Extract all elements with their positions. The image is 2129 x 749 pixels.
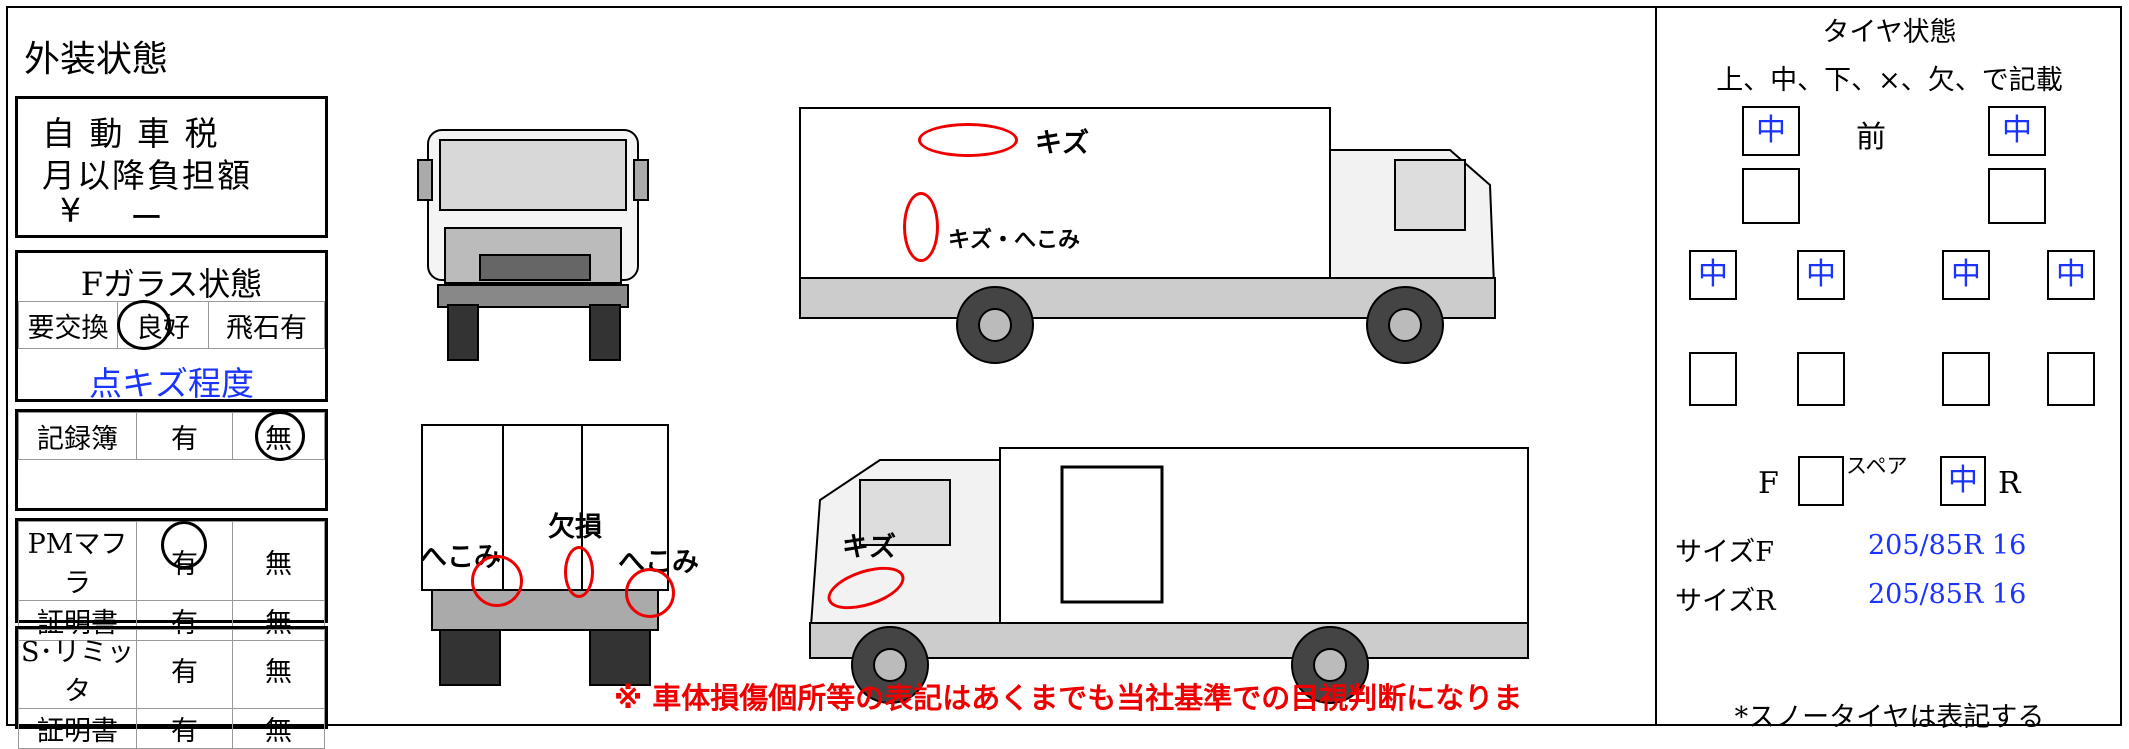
tax-yen: ¥ <box>60 191 83 230</box>
damage-mark-scratch-dent <box>903 192 939 262</box>
tire-rear-7[interactable] <box>1942 352 1990 406</box>
tire-front-label: 前 <box>1856 120 1886 155</box>
tire-front-right-lower[interactable] <box>1988 168 2046 224</box>
tire-size-f-value: 205/85R 16 <box>1868 530 2027 561</box>
glass-option-replace[interactable]: 要交換 <box>18 301 118 349</box>
tire-title: タイヤ状態 <box>1822 17 1957 48</box>
tire-size-r-label: サイズR <box>1675 586 1776 617</box>
tire-size-r-value: 205/85R 16 <box>1868 579 2027 610</box>
tire-front-right[interactable]: 中 <box>1988 106 2046 156</box>
tire-section-divider <box>1655 6 1657 726</box>
damage-label-scratch-cab: キズ <box>842 532 896 563</box>
auto-tax-box: 自 動 車 税 月以降負担額 ¥ ー <box>15 96 328 238</box>
pm-muffler-label: PMマフラ <box>18 521 137 601</box>
truck-front-view <box>417 129 649 361</box>
damage-label-missing: 欠損 <box>548 512 602 543</box>
glass-title: Fガラス状態 <box>80 265 263 303</box>
tire-spare-r-label: R <box>1998 466 2021 501</box>
tax-dash: ー <box>130 198 165 237</box>
tax-line2: 月以降負担額 <box>42 156 252 195</box>
tire-front-left[interactable]: 中 <box>1742 106 1800 156</box>
pm-muffler-no[interactable]: 無 <box>232 521 325 601</box>
tire-spare-f-box[interactable] <box>1798 456 1844 506</box>
tire-rear-1[interactable]: 中 <box>1689 250 1737 300</box>
tire-rear-6[interactable] <box>1797 352 1845 406</box>
record-book-selected-circle <box>255 411 305 461</box>
speed-limiter-no[interactable]: 無 <box>232 629 325 709</box>
damage-mark-dent-right <box>625 568 675 618</box>
tire-rear-8[interactable] <box>2047 352 2095 406</box>
record-book-yes[interactable]: 有 <box>136 412 233 460</box>
truck-rear-view <box>421 424 669 686</box>
truck-right-side-view <box>799 107 1497 364</box>
glass-note: 点キズ程度 <box>89 364 254 403</box>
tire-spare-box[interactable]: 中 <box>1940 456 1986 506</box>
tire-rear-2[interactable]: 中 <box>1797 250 1845 300</box>
glass-selected-circle <box>117 300 171 350</box>
damage-mark-dent-left <box>471 555 523 607</box>
pm-muffler-selected-circle <box>161 521 207 569</box>
front-glass-box: Fガラス状態 要交換 良好 飛石有 点キズ程度 <box>15 250 328 403</box>
damage-label-scratch-top: キズ <box>1035 128 1089 159</box>
tax-line1: 自 動 車 税 <box>42 114 220 153</box>
tire-rear-3[interactable]: 中 <box>1942 250 1990 300</box>
damage-mark-missing <box>564 546 594 598</box>
snow-tire-note: *スノータイヤは表記する <box>1734 702 2045 733</box>
tire-spare-label: スペア <box>1846 454 1908 478</box>
record-book-box: 記録簿 有 無 <box>15 409 328 511</box>
glass-option-chip[interactable]: 飛石有 <box>208 301 325 349</box>
damage-mark-scratch-top <box>918 123 1018 157</box>
tire-rear-5[interactable] <box>1689 352 1737 406</box>
record-book-label: 記録簿 <box>18 412 137 460</box>
tire-spare-f-label: F <box>1758 466 1779 501</box>
tire-instruction: 上、中、下、×、欠、で記載 <box>1716 65 2063 96</box>
truck-left-side-view <box>808 447 1529 704</box>
inspection-notice: ※ 車体損傷個所等の表記はあくまでも当社基準での目視判断になりま <box>614 681 1523 715</box>
tire-size-f-label: サイズF <box>1675 537 1774 568</box>
damage-label-scratch-dent: キズ・へこみ <box>948 228 1081 253</box>
tire-rear-4[interactable]: 中 <box>2047 250 2095 300</box>
section-title: 外装状態 <box>24 39 169 80</box>
sheet-frame <box>6 6 2122 726</box>
truck-diagrams <box>417 107 1529 704</box>
tire-front-left-lower[interactable] <box>1742 168 1800 224</box>
